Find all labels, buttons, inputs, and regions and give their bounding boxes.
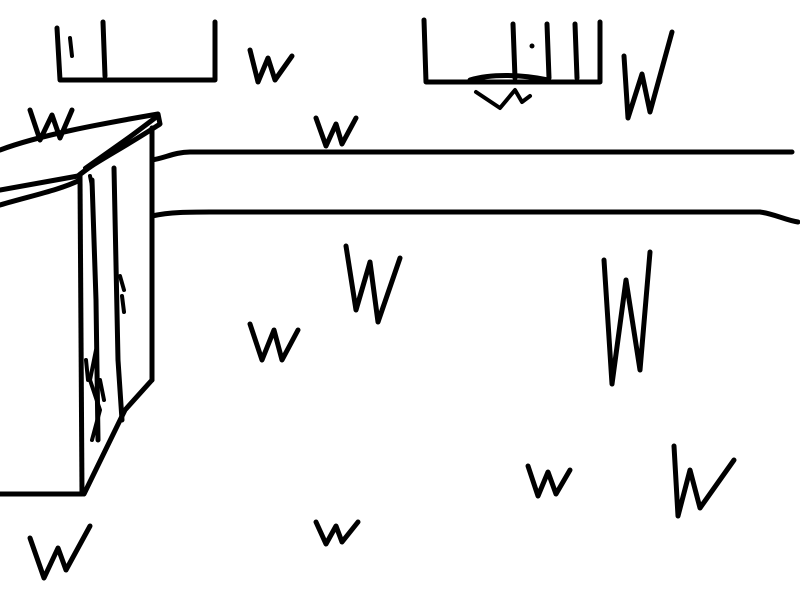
grass-mark [27, 107, 75, 143]
grass-mark [313, 115, 359, 149]
left-box-structure [0, 111, 163, 497]
grass-mark [84, 358, 90, 382]
grass-mark [88, 174, 94, 188]
grass-mark [313, 519, 361, 547]
grass-mark [525, 463, 573, 499]
grass-mark [247, 321, 301, 363]
grass-mark [343, 243, 403, 325]
top-right-window [421, 17, 603, 110]
grass-mark [601, 249, 653, 387]
grass-mark [118, 274, 126, 292]
horizontal-band [149, 149, 800, 225]
top-left-window [54, 19, 218, 83]
grass-mark [247, 47, 295, 85]
grass-mark [27, 523, 93, 581]
grass-marks [27, 29, 737, 581]
grass-mark [671, 443, 737, 519]
grass-mark [621, 29, 675, 121]
